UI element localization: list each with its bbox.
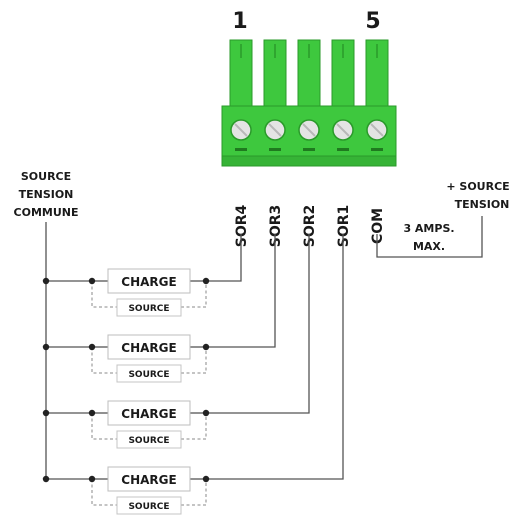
com-wire	[376, 216, 483, 258]
wire-entry-slots	[235, 148, 383, 151]
junction-node	[202, 343, 210, 351]
terminal-label-sor2: SOR2	[302, 205, 318, 248]
pin-number-1: 1	[232, 9, 247, 34]
source-box	[116, 430, 182, 449]
plus-source-line1: + SOURCE	[446, 180, 509, 193]
sor4-wire	[206, 234, 242, 282]
source-dash-right	[181, 347, 207, 374]
source-label: SOURCE	[128, 304, 169, 314]
current-limit-label: 3 AMPS. MAX.	[403, 222, 454, 253]
pin-number-5: 5	[365, 9, 380, 34]
current-limit-line2: MAX.	[413, 240, 445, 253]
charge-label: CHARGE	[121, 473, 176, 487]
junction-node	[88, 409, 96, 417]
load-row: CHARGE SOURCE	[42, 466, 210, 515]
source-dash-right	[181, 281, 207, 308]
charge-box	[107, 466, 191, 492]
terminal-label-sor1: SOR1	[336, 205, 352, 248]
junction-node	[88, 475, 96, 483]
junction-node	[42, 343, 50, 351]
source-label: SOURCE	[128, 436, 169, 446]
charge-label: CHARGE	[121, 341, 176, 355]
screw-terminals	[230, 119, 388, 141]
junction-node	[202, 409, 210, 417]
plus-source-line2: TENSION	[455, 198, 510, 211]
plus-source-label: + SOURCE TENSION	[446, 180, 509, 211]
source-dash-right	[181, 479, 207, 506]
junction-node	[88, 277, 96, 285]
charge-label: CHARGE	[121, 407, 176, 421]
source-dash-right	[181, 413, 207, 440]
junction-node	[88, 343, 96, 351]
terminal-label-sor3: SOR3	[268, 205, 284, 248]
source-label: SOURCE	[128, 370, 169, 380]
current-limit-line1: 3 AMPS.	[403, 222, 454, 235]
sor1-wire	[206, 234, 344, 480]
load-row: CHARGE SOURCE	[42, 268, 210, 317]
common-source-line2: TENSION	[19, 188, 74, 201]
junction-node	[42, 277, 50, 285]
source-box	[116, 298, 182, 317]
source-box	[116, 496, 182, 515]
junction-node	[42, 475, 50, 483]
load-rows: CHARGESOURCECHARGESOURCECHARGESOURCECHAR…	[42, 268, 210, 515]
charge-box	[107, 334, 191, 360]
common-source-line3: COMMUNE	[14, 206, 79, 219]
charge-box	[107, 400, 191, 426]
connector-prongs	[229, 39, 389, 113]
source-box	[116, 364, 182, 383]
common-source-label: SOURCE TENSION COMMUNE	[14, 170, 79, 219]
terminal-label-sor4: SOR4	[234, 204, 250, 247]
junction-node	[42, 409, 50, 417]
junction-node	[202, 277, 210, 285]
terminal-block-connector	[221, 39, 397, 167]
junction-node	[202, 475, 210, 483]
charge-label: CHARGE	[121, 275, 176, 289]
sor3-wire	[206, 234, 276, 348]
source-label: SOURCE	[128, 502, 169, 512]
sor2-wire	[206, 234, 310, 414]
load-row: CHARGE SOURCE	[42, 400, 210, 449]
load-row: CHARGE SOURCE	[42, 334, 210, 383]
common-source-line1: SOURCE	[21, 170, 71, 183]
charge-box	[107, 268, 191, 294]
terminal-label-com: COM	[370, 208, 386, 244]
